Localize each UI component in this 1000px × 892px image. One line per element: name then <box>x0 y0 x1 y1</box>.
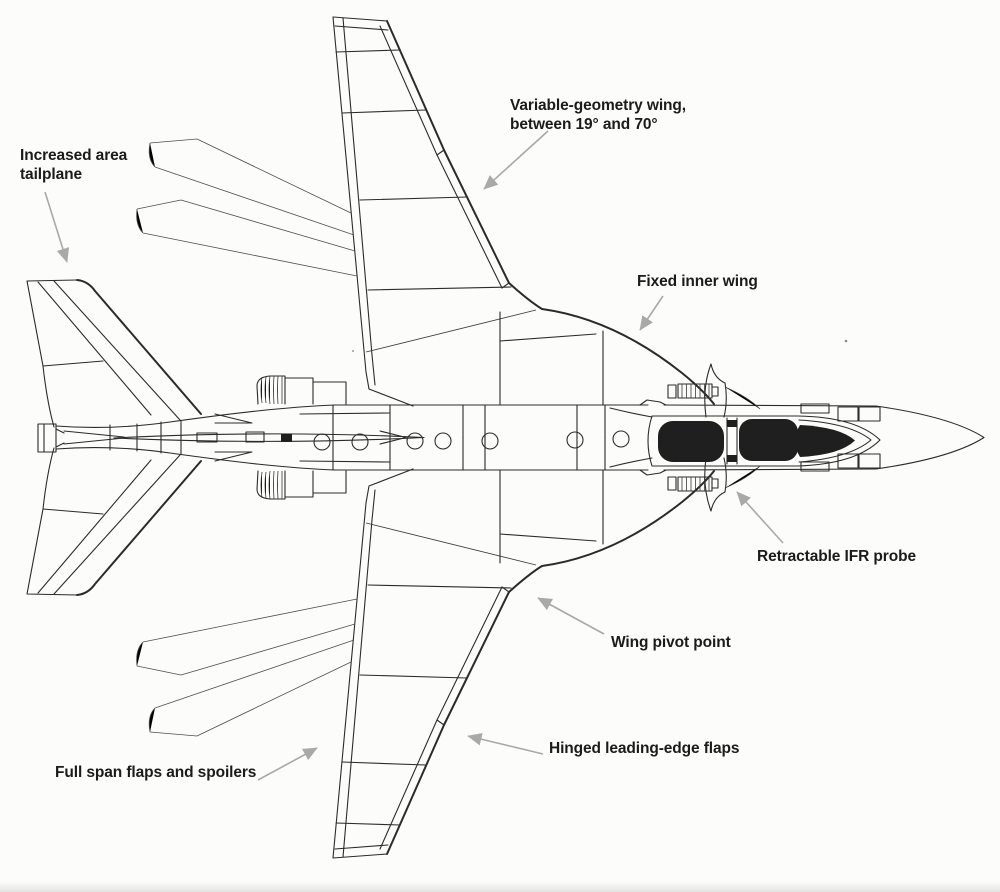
arrow-wing-pivot-point <box>537 597 605 635</box>
arrow-hinged-leading-edge-flaps <box>467 732 544 755</box>
scan-speck <box>352 350 354 352</box>
nose-strake <box>704 363 761 418</box>
callout-variable-geometry-wing: Variable-geometry wing, between 19° and … <box>510 97 687 133</box>
front-cockpit-glass <box>739 419 798 461</box>
spine-line <box>609 407 653 418</box>
cockpit-canopy <box>647 415 881 467</box>
rear-cockpit-glass <box>658 421 724 462</box>
tail-nozzle <box>37 423 65 453</box>
ghost-wing-positions <box>136 138 358 277</box>
nose-cone <box>875 405 985 470</box>
outer-wing-swept <box>332 16 715 407</box>
arrow-variable-geometry-wing <box>483 130 549 190</box>
arrow-fixed-inner-wing <box>639 295 664 331</box>
callout-full-span-flaps-spoilers: Full span flaps and spoilers <box>55 764 257 781</box>
callout-fixed-inner-wing: Fixed inner wing <box>637 273 758 290</box>
arrow-increased-area-tailplane <box>44 191 70 263</box>
callout-wing-pivot-point: Wing pivot point <box>611 634 731 651</box>
arrow-full-span-flaps <box>257 747 318 781</box>
airframe-top-half <box>26 16 881 439</box>
fixed-inner-wing-glove <box>499 311 604 406</box>
centreline-fairing <box>113 430 425 445</box>
arrow-retractable-ifr-probe <box>736 491 784 544</box>
scan-speck <box>844 339 848 343</box>
windscreen-glass <box>795 425 855 457</box>
tailplane <box>26 279 202 428</box>
windscreen-side-panels <box>800 403 881 422</box>
callout-increased-area-tailplane: Increased area tailplane <box>20 147 128 183</box>
engine-bay-louvres <box>256 375 347 405</box>
callout-hinged-leading-edge-flaps: Hinged leading-edge flaps <box>549 740 740 757</box>
airframe-bottom-half <box>26 436 881 859</box>
callout-retractable-ifr-probe: Retractable IFR probe <box>757 548 916 565</box>
rear-fuselage <box>55 399 877 439</box>
callout-arrows <box>44 130 784 781</box>
fuselage-access-ports <box>313 430 630 451</box>
auxiliary-intake-grille <box>667 383 719 399</box>
